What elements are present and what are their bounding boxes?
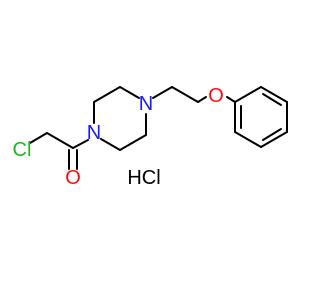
bond-ring-c-top-left bbox=[93, 86, 121, 103]
amide-nitrogen-label: N bbox=[87, 122, 101, 144]
bond-phenyl-inner-2 bbox=[262, 128, 282, 141]
bond-ring-c-top-right bbox=[119, 86, 140, 99]
chlorine-label: Cl bbox=[13, 139, 32, 161]
bond-ring-c-bottom-left bbox=[100, 138, 121, 151]
amine-nitrogen-label: N bbox=[139, 93, 153, 115]
bond-phenyl-4 bbox=[260, 131, 288, 148]
ether-oxygen-label: O bbox=[208, 85, 224, 107]
molecule-structure: Cl O N N O HCl bbox=[13, 85, 288, 189]
bond-ethyl-oxygen bbox=[197, 96, 207, 103]
bond-phenyl-inner-1 bbox=[262, 93, 282, 106]
bond-n4-ethyl bbox=[152, 86, 173, 99]
hydrochloride-label: HCl bbox=[127, 167, 160, 189]
carbonyl-oxygen-label: O bbox=[65, 167, 81, 189]
bond-oxygen-phenyl bbox=[226, 96, 236, 103]
bond-phenyl-5 bbox=[234, 131, 262, 148]
bond-ring-c-bottom-right bbox=[119, 134, 147, 151]
bond-phenyl-1 bbox=[234, 86, 262, 103]
bond-ch2-carbonyl bbox=[46, 132, 74, 149]
bond-phenyl-2 bbox=[260, 86, 288, 103]
bond-ethyl-ethyl bbox=[171, 86, 199, 103]
bond-cl-ch2 bbox=[29, 132, 48, 144]
bond-carbonyl-n bbox=[72, 139, 89, 149]
